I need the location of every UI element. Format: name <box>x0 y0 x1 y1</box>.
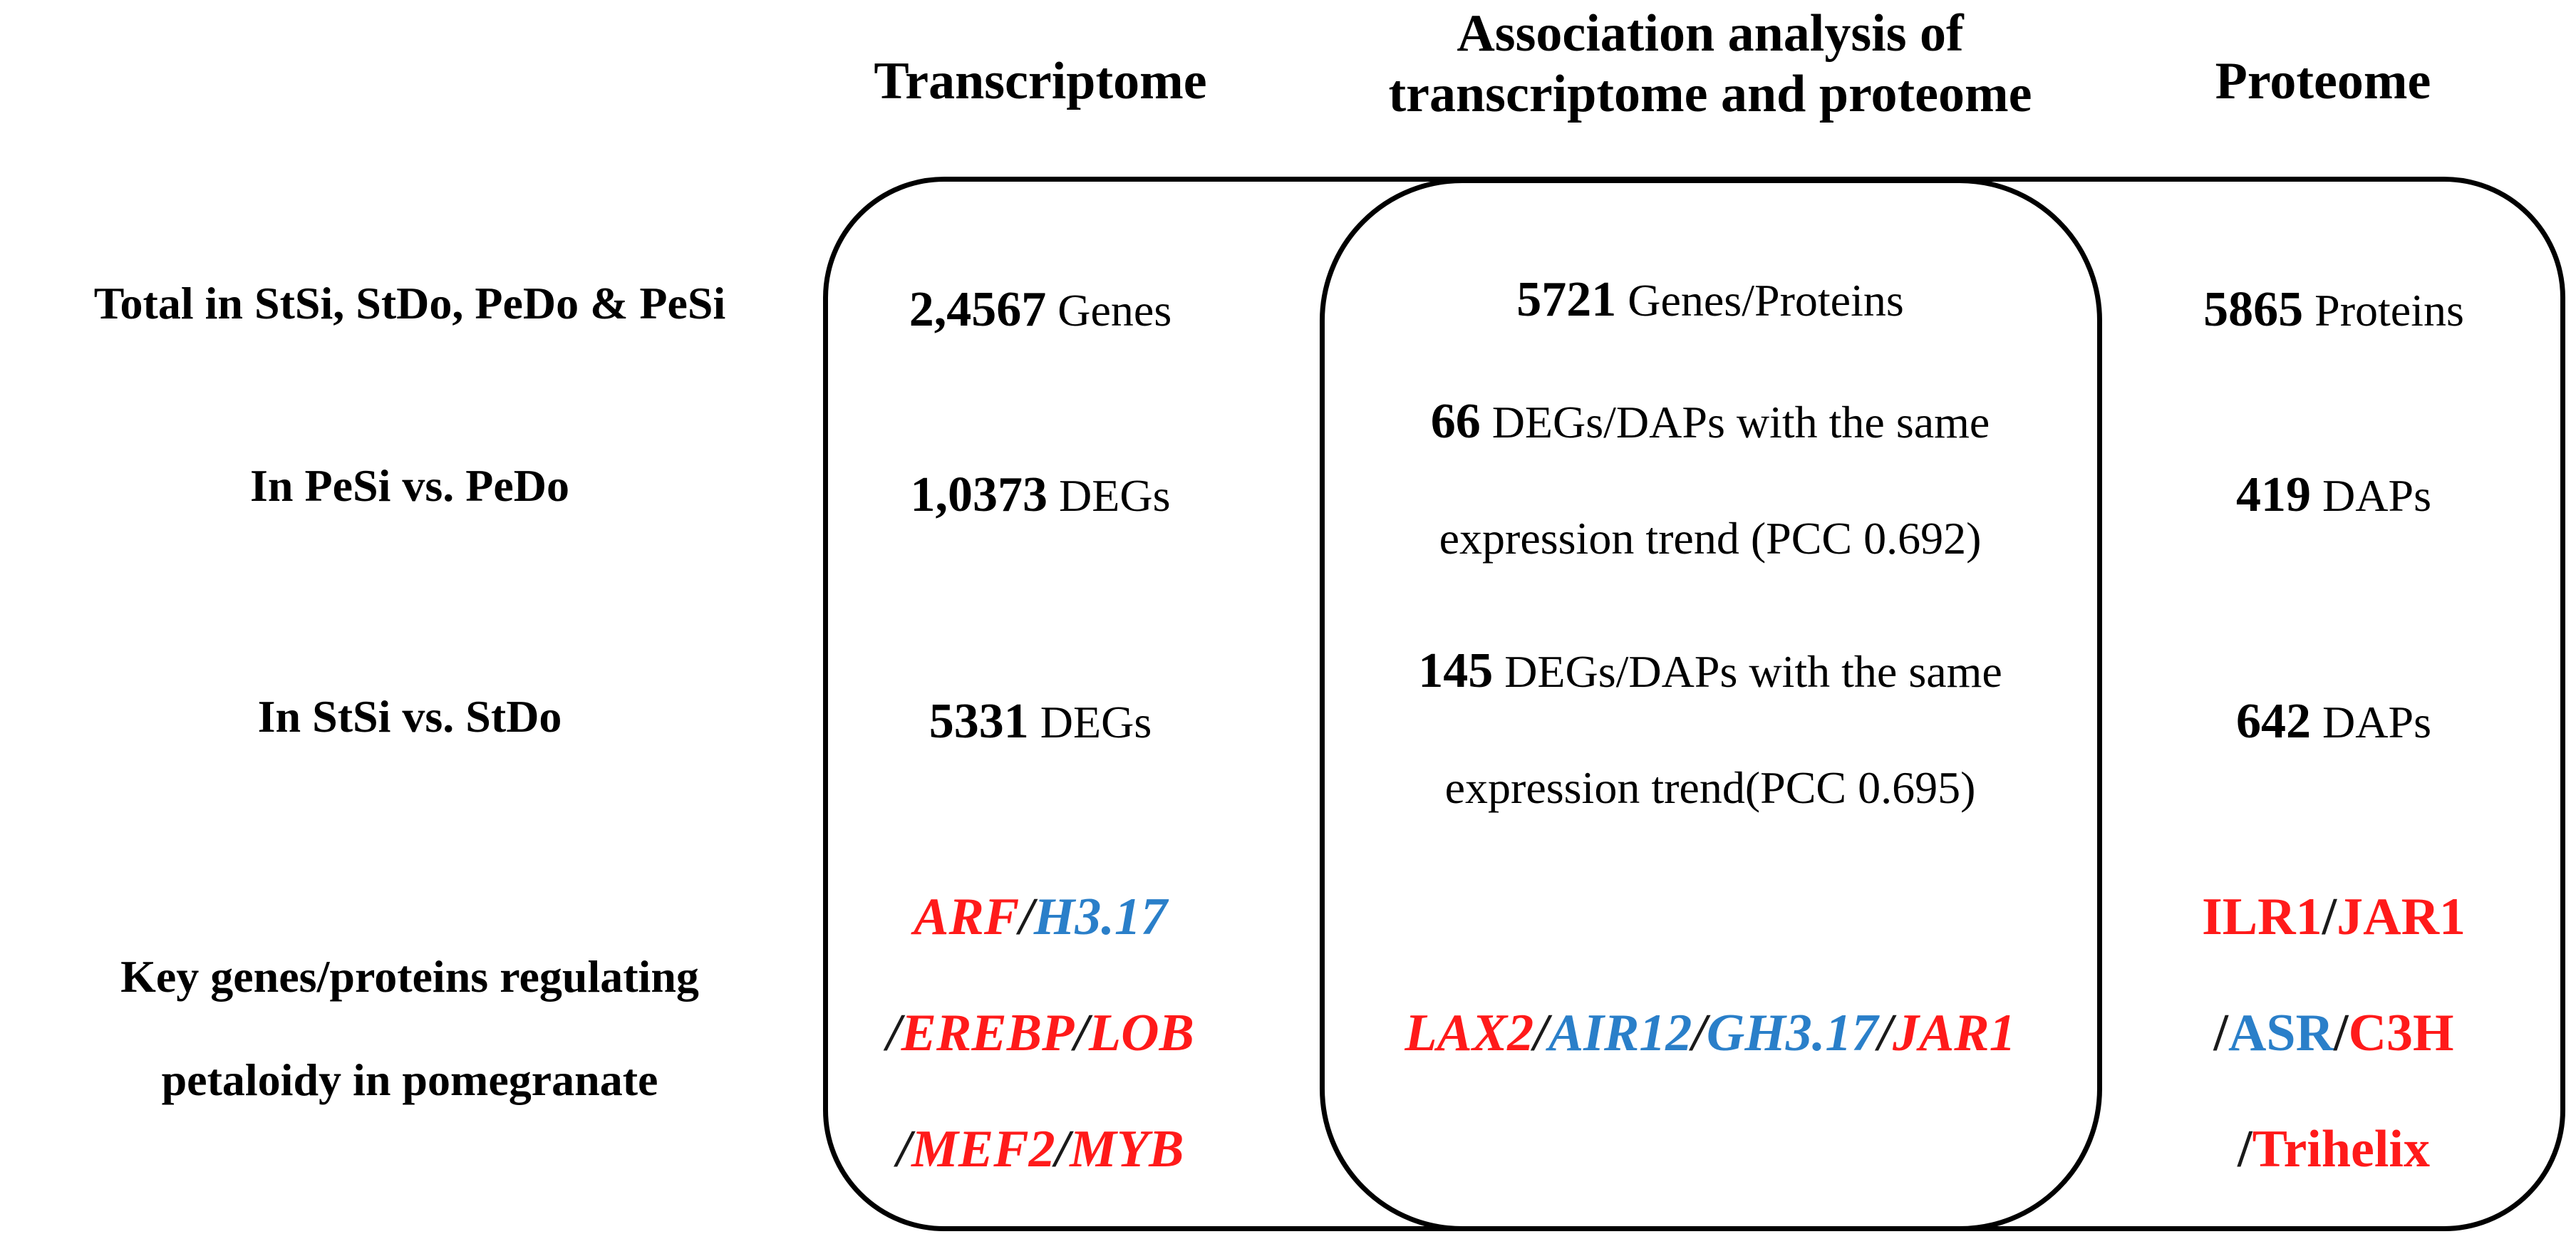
association-stsi-count: 145 <box>1418 643 1494 698</box>
association-total-count: 5721 <box>1516 272 1617 327</box>
header-proteome: Proteome <box>2215 52 2431 110</box>
association-pesi-text1: DEGs/DAPs with the same <box>1491 397 1990 447</box>
separator: / <box>896 1120 912 1178</box>
protein-trihelix: Trihelix <box>2252 1120 2430 1178</box>
gene-gh3-17: GH3.17 <box>1706 1004 1878 1062</box>
proteome-stsi-count: 642 <box>2236 694 2312 749</box>
gene-h3-17: H3.17 <box>1033 888 1167 946</box>
proteome-stsi: 642 DAPs <box>2109 697 2558 747</box>
row-label-key-line2: petaloidy in pomegranate <box>161 1054 658 1105</box>
separator: / <box>1533 1004 1548 1062</box>
gene-erebp: EREBP <box>901 1004 1075 1062</box>
association-pesi-text2: expression trend (PCC 0.692) <box>1439 513 1982 564</box>
transcriptome-total: 2,4567 Genes <box>827 285 1254 335</box>
header-association: Association analysis of transcriptome an… <box>1283 4 2138 125</box>
separator: / <box>1074 1004 1089 1062</box>
proteome-pesi: 419 DAPs <box>2109 470 2558 520</box>
protein-jar1: JAR1 <box>2337 888 2466 946</box>
protein-asr: ASR <box>2228 1004 2334 1062</box>
gene-lob: LOB <box>1088 1004 1194 1062</box>
row-label-pesi-vs-pedo: In PeSi vs. PeDo <box>250 460 569 511</box>
gene-jar1: JAR1 <box>1892 1004 2016 1062</box>
row-label-total: Total in StSi, StDo, PeDo & PeSi <box>93 278 726 328</box>
separator: / <box>1019 888 1034 946</box>
transcriptome-stsi: 5331 DEGs <box>827 697 1254 747</box>
proteome-pesi-unit: DAPs <box>2322 470 2431 521</box>
separator: / <box>2322 888 2337 946</box>
header-association-line1: Association analysis of <box>1457 4 1964 63</box>
gene-myb: MYB <box>1070 1120 1184 1178</box>
key-genes-association: LAX2/AIR12/GH3.17/JAR1 <box>1325 975 2095 1092</box>
separator: / <box>886 1004 901 1062</box>
association-total: 5721 Genes/Proteins <box>1325 275 2095 325</box>
transcriptome-pesi: 1,0373 DEGs <box>827 470 1254 520</box>
header-transcriptome: Transcriptome <box>874 52 1207 110</box>
gene-air12: AIR12 <box>1548 1004 1692 1062</box>
association-stsi-text1: DEGs/DAPs with the same <box>1504 646 2002 697</box>
proteome-total: 5865 Proteins <box>2109 285 2558 335</box>
transcriptome-stsi-count: 5331 <box>929 694 1029 749</box>
association-rounded-box <box>1320 178 2102 1231</box>
association-stsi: 145 DEGs/DAPs with the same expression t… <box>1325 613 2095 846</box>
key-genes-transcriptome: ARF/H3.17 /EREBP/LOB /MEF2/MYB <box>827 859 1254 1208</box>
association-pesi: 66 DEGs/DAPs with the same expression tr… <box>1325 363 2095 596</box>
separator: / <box>1878 1004 1893 1062</box>
row-label-stsi-vs-stdo: In StSi vs. StDo <box>257 691 562 742</box>
proteome-pesi-count: 419 <box>2236 467 2312 522</box>
separator: / <box>2213 1004 2228 1062</box>
proteome-total-count: 5865 <box>2203 282 2304 337</box>
proteome-stsi-unit: DAPs <box>2322 697 2431 747</box>
row-label-key-genes: Key genes/proteins regulating petaloidy … <box>0 925 819 1131</box>
header-association-line2: transcriptome and proteome <box>1388 65 2032 124</box>
transcriptome-total-unit: Genes <box>1057 285 1172 336</box>
row-label-key-line1: Key genes/proteins regulating <box>120 951 699 1002</box>
key-genes-proteome: ILR1/JAR1 /ASR/C3H /Trihelix <box>2109 859 2558 1208</box>
separator: / <box>1692 1004 1707 1062</box>
separator: / <box>2334 1004 2349 1062</box>
separator: / <box>2238 1120 2252 1178</box>
separator: / <box>1055 1120 1070 1178</box>
transcriptome-pesi-count: 1,0373 <box>910 467 1048 522</box>
transcriptome-pesi-unit: DEGs <box>1059 470 1171 521</box>
gene-arf: ARF <box>914 888 1020 946</box>
proteome-total-unit: Proteins <box>2314 285 2464 336</box>
gene-mef2: MEF2 <box>911 1120 1055 1178</box>
protein-ilr1: ILR1 <box>2201 888 2322 946</box>
transcriptome-stsi-unit: DEGs <box>1040 697 1152 747</box>
protein-c3h: C3H <box>2348 1004 2454 1062</box>
association-stsi-text2: expression trend(PCC 0.695) <box>1444 762 1976 813</box>
association-total-unit: Genes/Proteins <box>1628 275 1904 326</box>
gene-lax2: LAX2 <box>1405 1004 1534 1062</box>
association-pesi-count: 66 <box>1430 394 1481 449</box>
transcriptome-total-count: 2,4567 <box>909 282 1047 337</box>
